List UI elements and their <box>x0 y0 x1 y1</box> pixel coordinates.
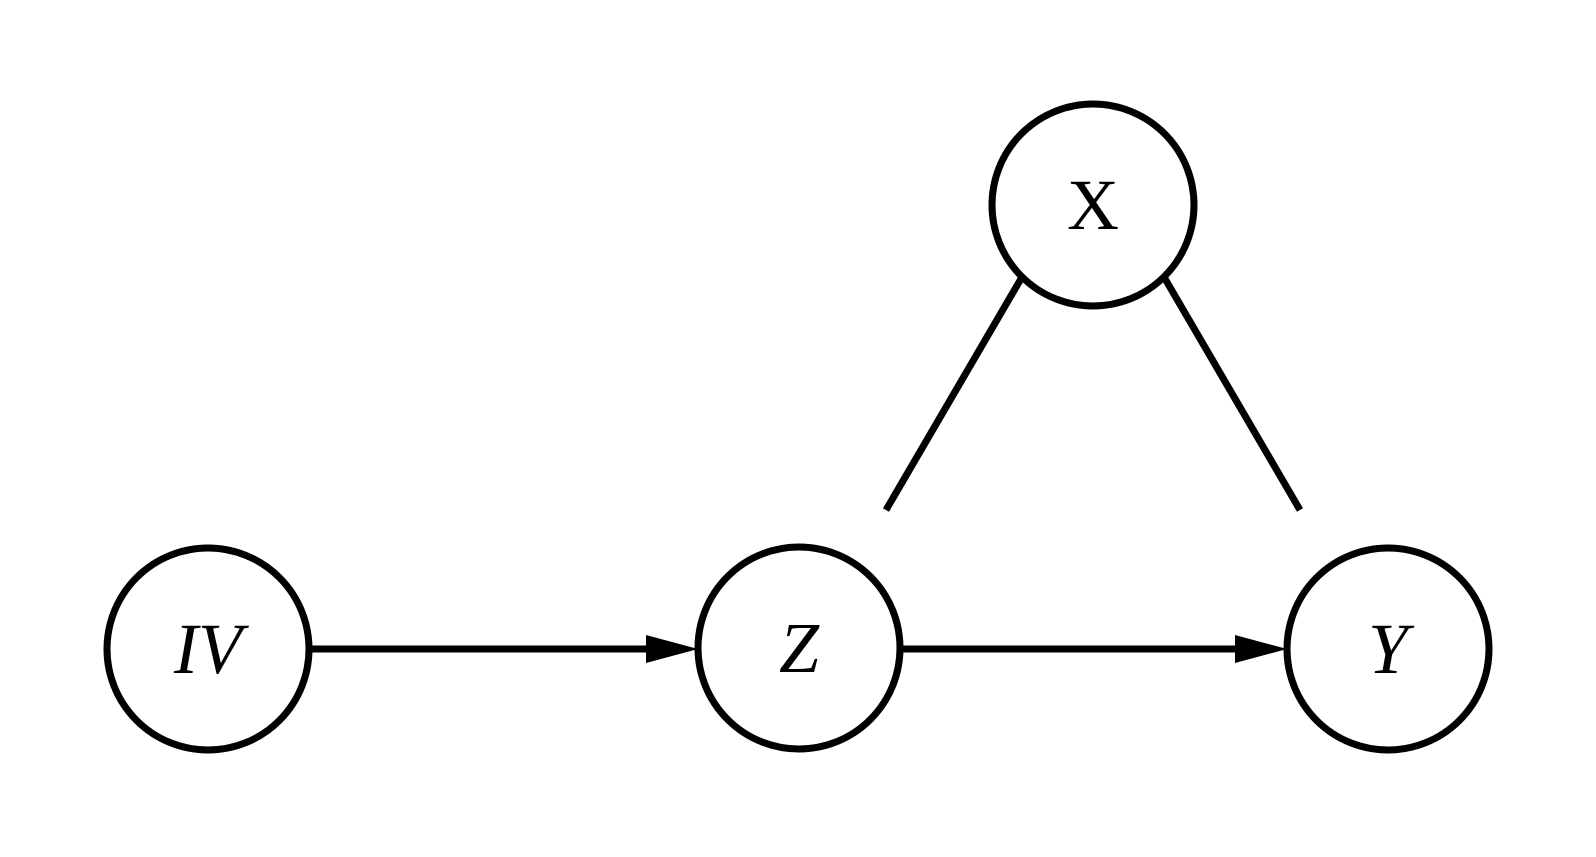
node-iv-label: IV <box>173 609 249 689</box>
node-iv-circle <box>103 544 313 754</box>
node-z[interactable]: Z <box>694 543 904 753</box>
node-z-circle <box>694 543 904 753</box>
node-layer: IV Z X Y <box>103 100 1493 754</box>
edge-iv-to-z-arrowhead <box>646 635 698 663</box>
edge-z-to-y[interactable] <box>900 635 1287 663</box>
node-y-label: Y <box>1368 609 1415 689</box>
node-x[interactable]: X <box>988 100 1198 310</box>
edge-x-to-z-shaft <box>882 275 1026 512</box>
node-x-label: X <box>1067 165 1119 245</box>
node-iv[interactable]: IV <box>103 544 313 754</box>
edge-iv-to-z[interactable] <box>309 635 698 663</box>
edge-z-to-y-arrowhead <box>1235 635 1287 663</box>
node-z-label: Z <box>779 608 820 688</box>
node-y[interactable]: Y <box>1283 544 1493 754</box>
node-x-circle <box>988 100 1198 310</box>
edge-x-to-y-shaft <box>1160 275 1304 512</box>
node-y-circle <box>1283 544 1493 754</box>
